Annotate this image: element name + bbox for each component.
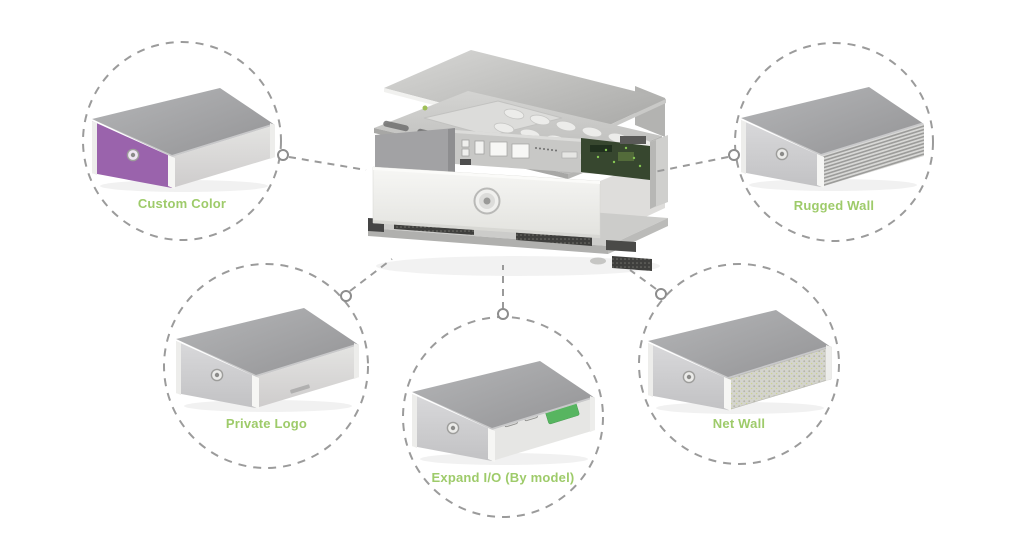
callout-net-wall: Net Wall <box>639 264 839 464</box>
mini-pc-box-finned-wall-icon <box>741 87 924 191</box>
callout-rugged-wall: Rugged Wall <box>734 42 934 242</box>
callout-label-expand-io: Expand I/O (By model) <box>431 470 575 485</box>
callout-private-logo: Private Logo <box>164 263 369 468</box>
callout-custom-color: Custom Color <box>82 41 282 241</box>
power-button-icon <box>210 368 224 382</box>
power-button-icon <box>473 187 501 215</box>
power-button-icon <box>446 421 460 435</box>
mainboard-block <box>581 136 650 180</box>
exploded-mini-pc-illustration <box>368 50 668 276</box>
callout-label-net-wall: Net Wall <box>712 416 766 431</box>
mini-pc-box-mesh-wall-icon <box>648 310 832 414</box>
mini-pc-box-logo-icon <box>176 308 359 412</box>
mini-pc-box-purple-front-icon <box>92 88 275 192</box>
callout-label-private-logo: Private Logo <box>225 416 308 431</box>
callout-label-rugged-wall: Rugged Wall <box>793 198 875 213</box>
mini-pc-box-io-ports-icon <box>412 361 595 465</box>
callout-label-custom-color: Custom Color <box>137 196 227 211</box>
front-panel <box>372 166 601 239</box>
top-cover <box>384 50 666 139</box>
connector-line-custom-color <box>288 156 367 171</box>
power-button-icon <box>682 370 696 384</box>
callout-expand-io: Expand I/O (By model) <box>403 317 603 517</box>
power-button-icon <box>126 148 140 162</box>
power-button-icon <box>775 147 789 161</box>
rear-io-panel <box>455 130 598 174</box>
